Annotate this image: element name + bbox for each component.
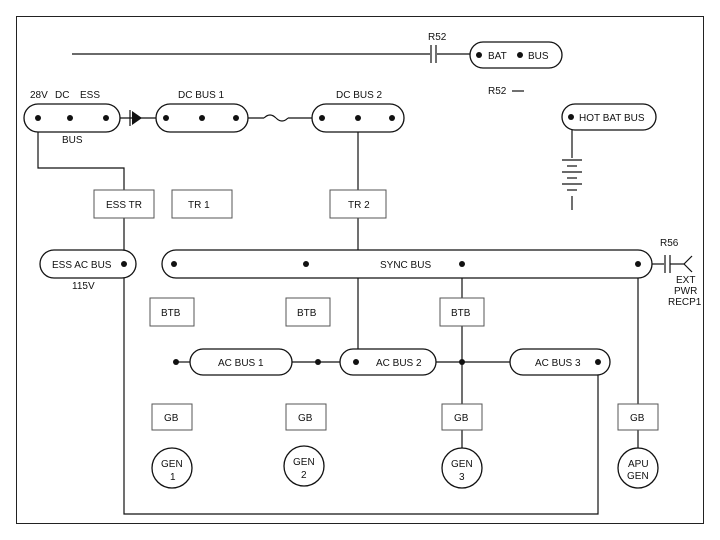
ext-pwr-label-2: PWR (674, 286, 697, 297)
gb-2-label: GB (298, 413, 313, 424)
tr2-label: TR 2 (348, 200, 370, 211)
dc-ess-bus: 28V DC ESS BUS (23, 90, 121, 146)
sync-bus-label: SYNC BUS (380, 260, 431, 271)
apu-gen-label-line2: GEN (627, 471, 649, 482)
apu-gen-label-line1: APU (628, 459, 649, 470)
tr2-box: TR 2 (329, 189, 387, 219)
diode-icon (129, 110, 142, 126)
r52-connector (430, 45, 437, 63)
ext-pwr-label-3: RECP1 (668, 297, 702, 308)
battery-icon (562, 159, 582, 191)
r56-label: R56 (660, 238, 679, 249)
ess-tr-box: ESS TR (93, 189, 155, 219)
r52-bottom-label: R52 (488, 86, 507, 97)
gb-3-label: GB (454, 413, 469, 424)
gen-2-label-line2: 2 (301, 470, 307, 481)
btb-3-box: BTB (439, 297, 485, 327)
ac-bus-3: AC BUS 3 (509, 348, 611, 376)
ess-bus-label: BUS (62, 135, 83, 146)
gen-1-label-line2: 1 (170, 472, 176, 483)
gen-1: GEN 1 (151, 447, 193, 489)
ess-tr-label: ESS TR (106, 200, 142, 211)
gb-1-box: GB (151, 403, 193, 431)
gen-3-label-line1: GEN (451, 459, 473, 470)
btb-2-box: BTB (285, 297, 331, 327)
ac-bus-3-label: AC BUS 3 (535, 358, 581, 369)
gb-1-label: GB (164, 413, 179, 424)
ess-ac-bus: ESS AC BUS 115V (39, 249, 137, 292)
ac-bus-2-label: AC BUS 2 (376, 358, 422, 369)
dc-bus-2-label: DC BUS 2 (336, 90, 383, 101)
dc-bus-1-label: DC BUS 1 (178, 90, 225, 101)
bat-bus-label-left: BAT (488, 51, 507, 62)
r56-connector (664, 255, 693, 273)
bat-bus-label-right: BUS (528, 51, 549, 62)
gen-2: GEN 2 (283, 445, 325, 487)
ess-dc-label: DC (55, 90, 69, 101)
gen-3-label-line2: 3 (459, 472, 465, 483)
ac-bus-2: AC BUS 2 (315, 348, 465, 376)
hot-bat-bus-label: HOT BAT BUS (579, 113, 645, 124)
ext-pwr-label-1: EXT (676, 275, 695, 286)
bat-bus: BAT BUS (469, 41, 563, 69)
ess-ess-label: ESS (80, 90, 100, 101)
btb-3-label: BTB (451, 308, 471, 319)
ess-ac-bus-label: ESS AC BUS (52, 260, 112, 271)
sync-bus: SYNC BUS (161, 249, 653, 279)
hot-bat-bus: HOT BAT BUS (561, 103, 657, 131)
tr1-box: TR 1 (171, 189, 233, 219)
gb-2-box: GB (285, 403, 327, 431)
ac-bus-1: AC BUS 1 (173, 348, 293, 376)
gen-3: GEN 3 (441, 447, 483, 489)
btb-1-box: BTB (149, 297, 195, 327)
dc-bus-2: DC BUS 2 (311, 90, 405, 133)
r52-top-label: R52 (428, 32, 447, 43)
btb-1-label: BTB (161, 308, 181, 319)
tr1-label: TR 1 (188, 200, 210, 211)
apu-gen: APU GEN (617, 447, 659, 489)
gb-apu-label: GB (630, 413, 645, 424)
ess-28v-label: 28V (30, 90, 48, 101)
btb-2-label: BTB (297, 308, 317, 319)
gen-1-label-line1: GEN (161, 459, 183, 470)
dc-bus-1: DC BUS 1 (155, 90, 249, 133)
gb-3-box: GB (441, 403, 483, 431)
gb-apu-box: GB (617, 403, 659, 431)
gen-2-label-line1: GEN (293, 457, 315, 468)
ess-ac-voltage-label: 115V (72, 281, 95, 292)
ac-bus-1-label: AC BUS 1 (218, 358, 264, 369)
